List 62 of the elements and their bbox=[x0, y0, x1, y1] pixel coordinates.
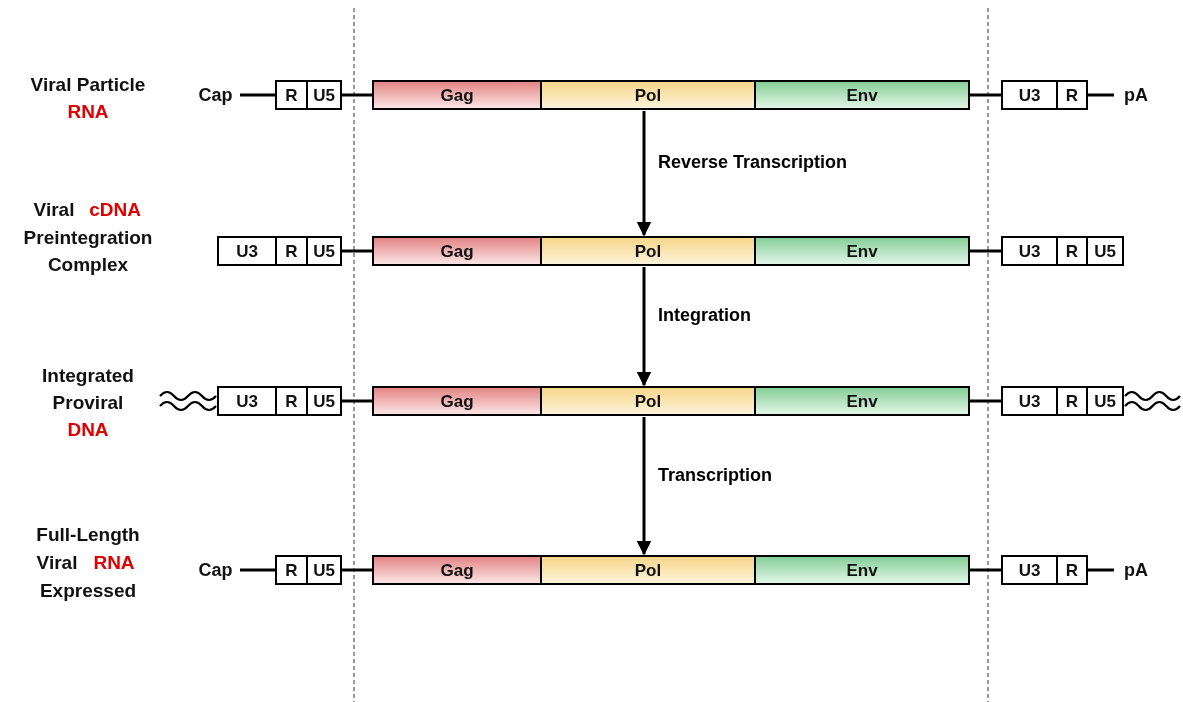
stage-label: RNA bbox=[66, 100, 110, 124]
ltr-segment: R bbox=[275, 386, 308, 416]
connector-line bbox=[970, 568, 1001, 572]
connector-line bbox=[342, 249, 372, 253]
stage-label: Integrated Proviral bbox=[41, 364, 135, 415]
arrow bbox=[636, 111, 652, 237]
arrow bbox=[636, 417, 652, 556]
stage-label: RNA bbox=[92, 551, 136, 575]
stage-label: Full-Length bbox=[35, 523, 141, 547]
gene-segment: Pol bbox=[540, 236, 756, 266]
stage-label: Viral bbox=[35, 551, 79, 575]
ltr-segment: U3 bbox=[1001, 80, 1058, 110]
ltr-segment: U5 bbox=[306, 555, 342, 585]
ltr-segment: U3 bbox=[1001, 236, 1058, 266]
stage-label: Viral bbox=[32, 198, 76, 222]
ltr-segment: U3 bbox=[217, 386, 277, 416]
ltr-segment: U5 bbox=[306, 236, 342, 266]
gene-segment: Gag bbox=[372, 555, 542, 585]
end-label: pA bbox=[1116, 558, 1156, 582]
gene-segment: Pol bbox=[540, 80, 756, 110]
gene-segment: Gag bbox=[372, 386, 542, 416]
connector-line bbox=[342, 399, 372, 403]
ltr-segment: U3 bbox=[1001, 386, 1058, 416]
gene-segment: Pol bbox=[540, 555, 756, 585]
ltr-segment: R bbox=[275, 236, 308, 266]
stage-label: Viral Particle bbox=[29, 73, 147, 97]
ltr-segment: U5 bbox=[306, 80, 342, 110]
ltr-segment: R bbox=[1056, 236, 1088, 266]
stage-label: DNA bbox=[66, 418, 110, 442]
connector-line bbox=[240, 568, 275, 572]
connector-line bbox=[970, 249, 1001, 253]
gene-segment: Env bbox=[754, 555, 970, 585]
gene-segment: Env bbox=[754, 80, 970, 110]
ltr-segment: U5 bbox=[1086, 236, 1124, 266]
gene-segment: Env bbox=[754, 386, 970, 416]
ltr-segment: R bbox=[1056, 555, 1088, 585]
connector-line bbox=[240, 93, 275, 97]
stage-label: cDNA bbox=[88, 198, 142, 222]
stage-label: Preintegration Complex bbox=[22, 226, 154, 277]
connector-line bbox=[970, 399, 1001, 403]
ltr-segment: U3 bbox=[1001, 555, 1058, 585]
connector-line bbox=[970, 93, 1001, 97]
gene-segment: Pol bbox=[540, 386, 756, 416]
ltr-segment: R bbox=[275, 555, 308, 585]
connector-line bbox=[1088, 568, 1114, 572]
end-label: Cap bbox=[193, 83, 238, 107]
ltr-segment: R bbox=[1056, 386, 1088, 416]
connector-line bbox=[342, 93, 372, 97]
ltr-segment: U5 bbox=[306, 386, 342, 416]
gene-segment: Gag bbox=[372, 236, 542, 266]
ltr-segment: U5 bbox=[1086, 386, 1124, 416]
ltr-segment: R bbox=[275, 80, 308, 110]
end-label: Cap bbox=[193, 558, 238, 582]
ltr-segment: R bbox=[1056, 80, 1088, 110]
ltr-segment: U3 bbox=[217, 236, 277, 266]
arrow bbox=[636, 267, 652, 387]
stage-label: Expressed bbox=[38, 579, 138, 603]
connector-line bbox=[1088, 93, 1114, 97]
connector-line bbox=[342, 568, 372, 572]
end-label: pA bbox=[1116, 83, 1156, 107]
gene-segment: Env bbox=[754, 236, 970, 266]
gene-segment: Gag bbox=[372, 80, 542, 110]
